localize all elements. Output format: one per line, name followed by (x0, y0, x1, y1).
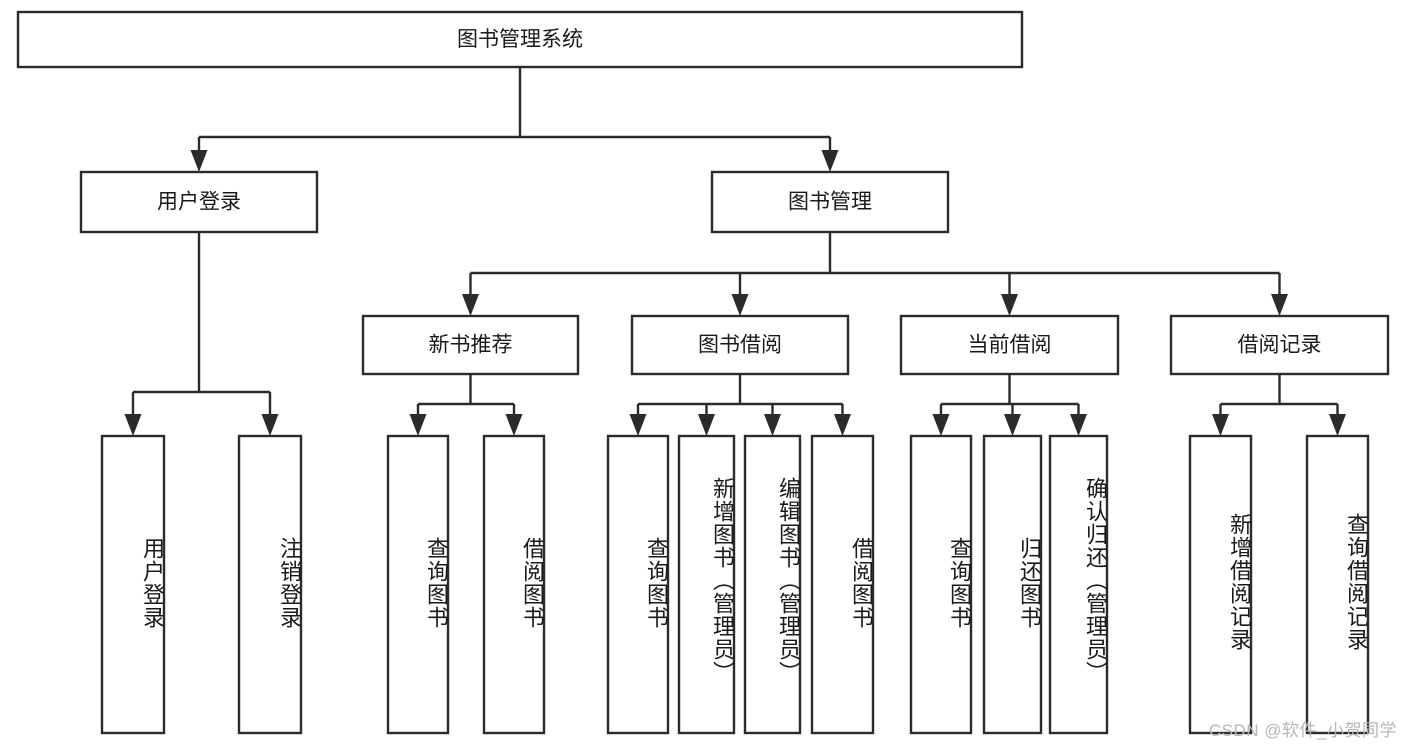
csdn-watermark: CSDN @软件_小贺同学 (1208, 721, 1397, 740)
node-box-layer (16, 10, 1390, 735)
connector-record-arrow-1-arrowhead (1329, 414, 1346, 436)
connector-books-to-level3-1-arrowhead (731, 294, 749, 316)
node-label-level2-0: 用户登录 (157, 191, 241, 214)
node-box-leaf-9[interactable] (982, 434, 1043, 735)
connector-borrow-arrow-3-arrowhead (834, 414, 851, 436)
node-box-leaf-8[interactable] (909, 434, 973, 735)
node-box-leaf-2[interactable] (386, 434, 450, 735)
connector-login-arrow-0-arrowhead (124, 414, 142, 436)
node-box-level2-0[interactable] (79, 170, 319, 234)
connector-current-arrow-2-arrowhead (1070, 414, 1087, 436)
connector-root-to-level2-1-arrowhead (821, 150, 839, 172)
node-box-level3-1[interactable] (630, 314, 850, 376)
node-box-leaf-3[interactable] (482, 434, 546, 735)
node-box-level2-1[interactable] (710, 170, 950, 234)
node-box-leaf-6[interactable] (743, 434, 802, 735)
node-label-level2-1: 图书管理 (788, 191, 872, 214)
connector-newbooks-arrow-1-arrowhead (505, 414, 523, 436)
connector-books-to-level3-3-arrowhead (1271, 294, 1288, 316)
connector-books-to-level3-2-arrowhead (1001, 294, 1018, 316)
node-label-level3-0: 新书推荐 (429, 334, 513, 357)
connector-record-arrow-0-arrowhead (1212, 414, 1229, 436)
node-box-leaf-11[interactable] (1188, 434, 1253, 735)
connector-borrow-arrow-2-arrowhead (764, 414, 781, 436)
connector-current-arrow-1-arrowhead (1004, 414, 1021, 436)
node-box-leaf-7[interactable] (810, 434, 875, 735)
node-label-level3-3: 借阅记录 (1238, 334, 1322, 357)
connector-borrow-arrow-1-arrowhead (698, 414, 715, 436)
node-box-root[interactable] (16, 10, 1024, 69)
node-box-level3-3[interactable] (1169, 314, 1390, 376)
node-label-level3-1: 图书借阅 (698, 334, 782, 357)
connector-current-arrow-0-arrowhead (932, 414, 950, 436)
node-box-leaf-1[interactable] (237, 434, 303, 735)
node-box-level3-2[interactable] (899, 314, 1120, 376)
node-box-leaf-10[interactable] (1048, 434, 1109, 735)
connector-books-to-level3-0-arrowhead (462, 294, 479, 316)
node-box-leaf-5[interactable] (677, 434, 736, 735)
node-box-leaf-4[interactable] (606, 434, 670, 735)
node-box-level3-0[interactable] (361, 314, 580, 376)
node-box-leaf-12[interactable] (1305, 434, 1370, 735)
connector-root-to-level2-0-arrowhead (190, 150, 208, 172)
node-label-level3-2: 当前借阅 (968, 334, 1052, 357)
connector-login-arrow-1-arrowhead (261, 414, 279, 436)
connector-newbooks-arrow-0-arrowhead (409, 414, 427, 436)
connector-borrow-arrow-0-arrowhead (629, 414, 647, 436)
node-box-leaf-0[interactable] (100, 434, 166, 735)
node-label-root: 图书管理系统 (457, 28, 583, 51)
connector-layer (124, 67, 1346, 436)
